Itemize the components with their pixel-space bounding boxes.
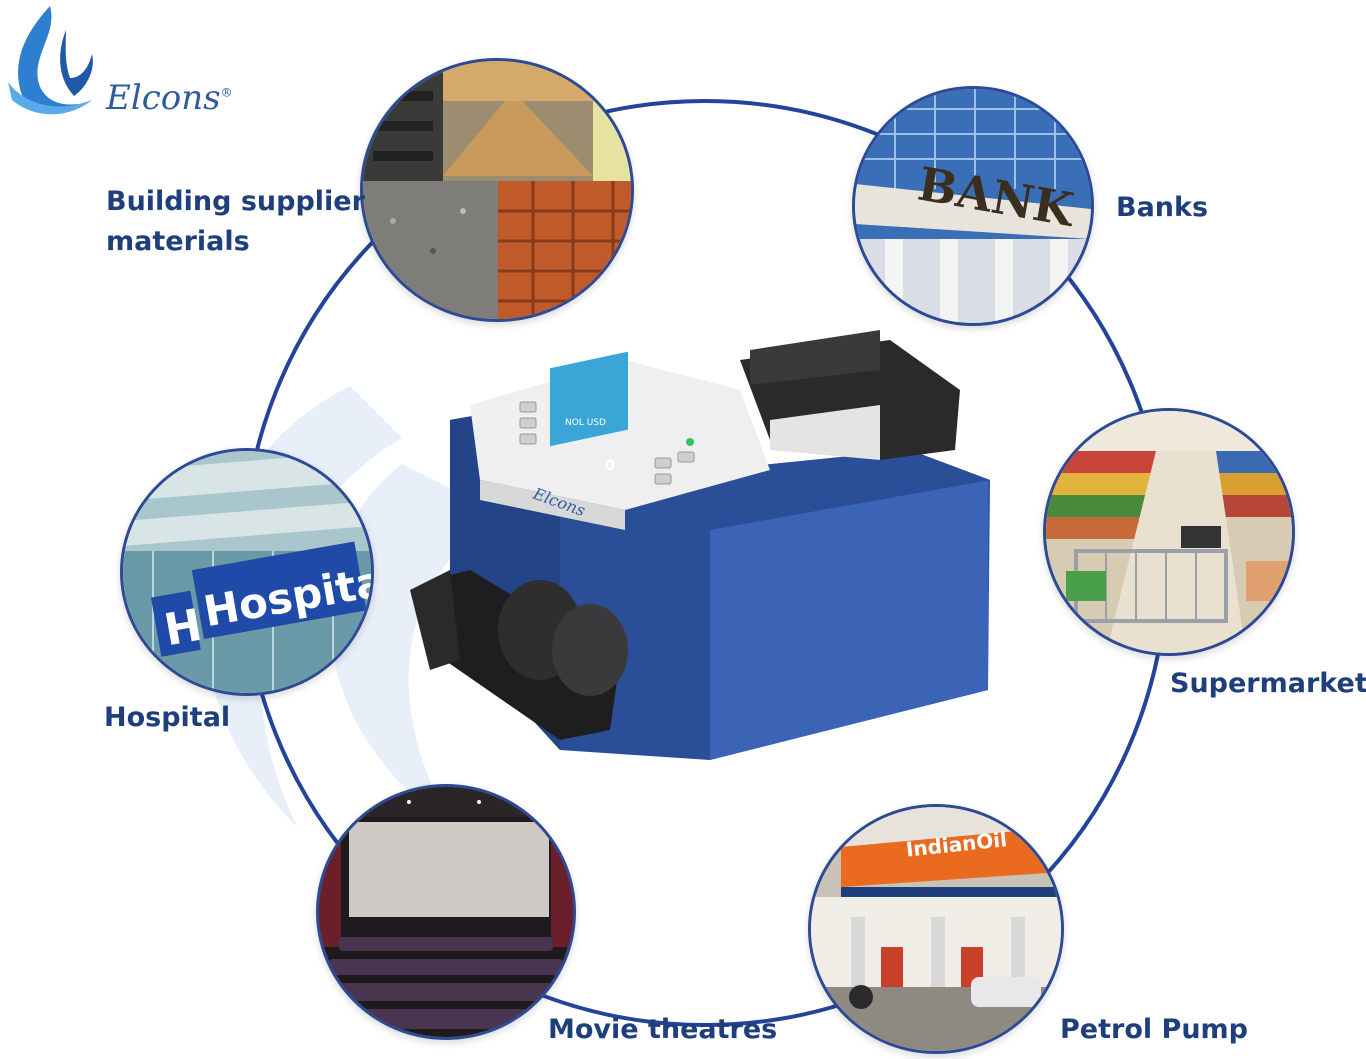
- label-movie-theatres: Movie theatres: [548, 1014, 778, 1045]
- label-supermarket: Supermarket: [1170, 668, 1366, 699]
- label-banks: Banks: [1116, 192, 1209, 223]
- bank-photo: BANK: [852, 86, 1094, 326]
- hospital-photo: H Hospital: [120, 448, 374, 696]
- label-hospital: Hospital: [104, 702, 231, 733]
- elcons-swirl-icon: [8, 6, 93, 115]
- supermarket-photo: [1043, 408, 1295, 656]
- petrol-pump-photo: IndianOil: [808, 804, 1064, 1054]
- svg-text:H: H: [161, 600, 206, 657]
- svg-text:0: 0: [605, 458, 615, 474]
- label-petrol-pump: Petrol Pump: [1060, 1014, 1248, 1045]
- building-materials-photo: [360, 58, 634, 322]
- currency-counter-machine: NOL USD 0 Elcons: [410, 330, 990, 760]
- label-building-materials: Building supplier materials: [106, 186, 365, 257]
- movie-theatre-photo: [316, 784, 576, 1040]
- svg-text:NOL USD: NOL USD: [565, 418, 606, 428]
- brand-logo: Elcons®: [0, 0, 260, 130]
- brand-name: Elcons®: [106, 78, 233, 118]
